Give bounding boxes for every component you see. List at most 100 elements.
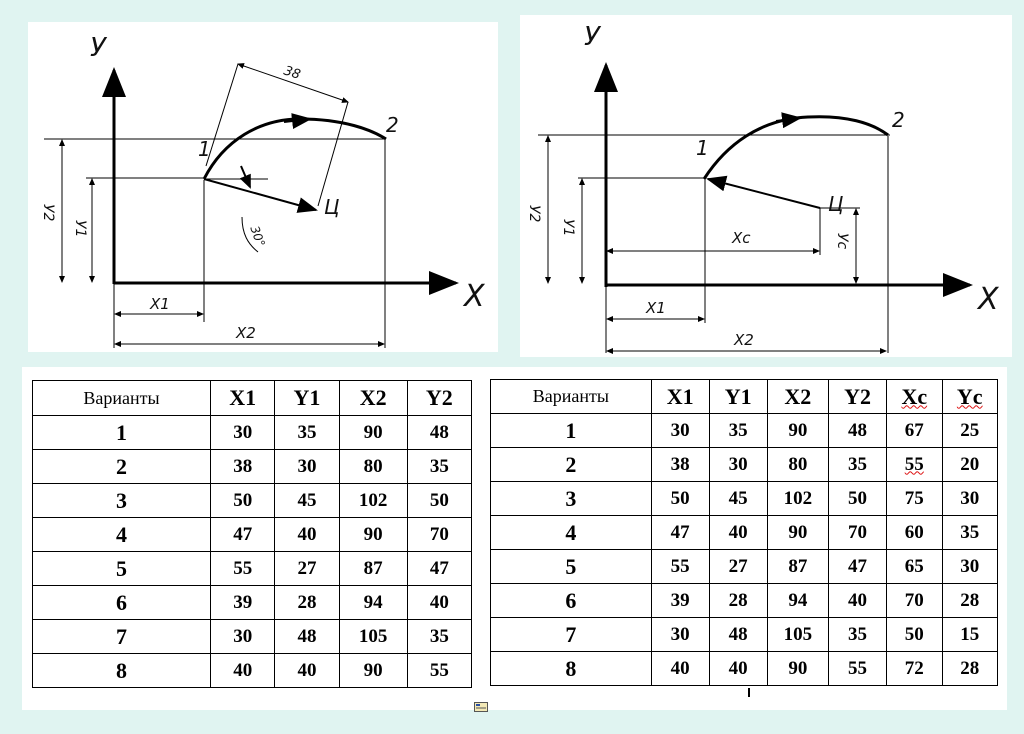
variant-number-cell: 5 [31,551,212,586]
arc-direction-arrow [283,113,312,130]
y1-dimension-label-right: У1 [560,219,576,236]
variant-number-cell: 6 [31,585,212,620]
table-cell: 55 [828,651,888,686]
table-cell: 90 [338,517,408,552]
header-cell: Y2 [406,380,473,416]
length-dimension-line [237,63,349,103]
table-cell: 90 [766,413,830,448]
header-yc-text: Yc [956,383,983,409]
table-cell: 94 [766,583,830,618]
table-cell: 28 [941,583,998,618]
table-cell: 55 [210,551,276,586]
table-cell: 39 [210,585,276,620]
center-label: Ц [324,195,340,219]
y2-dimension-label: У2 [40,204,56,222]
table-cell: 15 [941,617,998,652]
table-cell: 48 [708,617,768,652]
table-cell: 35 [941,515,998,550]
variant-number-cell: 2 [31,449,212,484]
table-cell: 40 [708,515,768,550]
table-cell: 47 [406,551,473,586]
table-cell: 50 [650,481,710,516]
table-cell: 105 [338,619,408,654]
table-cell: 30 [941,481,998,516]
arc-curve-right [702,115,889,180]
table-cell: 35 [274,415,340,450]
table-cell: 102 [338,483,408,518]
header-cell: Варианты [31,380,212,416]
table-cell: 35 [406,449,473,484]
xc-dimension-label: Хс [731,229,751,247]
variant-number-cell: 3 [31,483,212,518]
table-cell: 55 [650,549,710,584]
table-cell: 27 [708,549,768,584]
table-cell-text: 55 [904,453,924,475]
header-cell: Y2 [828,379,888,414]
table-cell: 87 [338,551,408,586]
table-cell: 65 [886,549,943,584]
table-cell: 47 [650,515,710,550]
table-cell: 28 [274,585,340,620]
table-cell: 70 [828,515,888,550]
yc-dimension-label: Ус [834,233,850,250]
x1-dimension-label: Х1 [149,295,170,313]
table-cell: 50 [406,483,473,518]
variant-number-cell: 1 [31,415,212,450]
small-vector-arrow [239,165,251,189]
header-cell: Варианты [490,379,652,414]
table-cell: 70 [886,583,943,618]
table-cell: 40 [708,651,768,686]
table-cell: 35 [406,619,473,654]
table-cell: 30 [650,413,710,448]
table-cell: 90 [766,651,830,686]
diagram-right-panel: У Х У2 У1 Ус Х1 Х2 Хс 1 2 Ц [520,15,1012,357]
table-cell: 30 [210,415,276,450]
table-cell: 30 [941,549,998,584]
header-cell: X1 [650,379,710,414]
header-cell: Yc [941,379,998,414]
table-cell: 45 [274,483,340,518]
y2-dimension-label-right: У2 [526,205,542,223]
table-cell: 90 [338,653,408,688]
table-cell: 40 [828,583,888,618]
arc-curve [202,117,387,180]
table-cell: 87 [766,549,830,584]
diagram-right: У Х У2 У1 Ус Х1 Х2 Хс 1 2 Ц [526,22,1000,354]
length-extension-2 [317,101,349,207]
table-cell: 30 [650,617,710,652]
table-cell: 39 [650,583,710,618]
variant-number-cell: 5 [490,549,652,584]
y1-dimension-label: У1 [72,220,88,237]
variant-number-cell: 2 [490,447,652,482]
variant-number-cell: 4 [490,515,652,550]
length-label: 38 [282,63,302,82]
arc-direction-arrow-right [775,112,802,129]
table-cell: 70 [406,517,473,552]
header-cell: Y1 [274,380,340,416]
diagram-left-panel: У Х У2 У1 Х1 Х2 38 30° 1 2 Ц [28,22,498,352]
angle-arc [241,216,259,253]
variant-number-cell: 4 [31,517,212,552]
variant-number-cell: 6 [490,583,652,618]
table-cell: 27 [274,551,340,586]
variant-number-cell: 3 [490,481,652,516]
variant-number-cell: 1 [490,413,652,448]
table-cell: 40 [406,585,473,620]
x-axis-label-right: Х [976,282,1000,317]
point-2-label: 2 [386,113,399,137]
table-header-row: Варианты X1 Y1 X2 Y2 Xc Yc [490,379,998,414]
header-cell: X1 [210,380,276,416]
table-cell: 60 [886,515,943,550]
table-cell: 94 [338,585,408,620]
table-cell: 35 [828,617,888,652]
variant-number-cell: 7 [31,619,212,654]
